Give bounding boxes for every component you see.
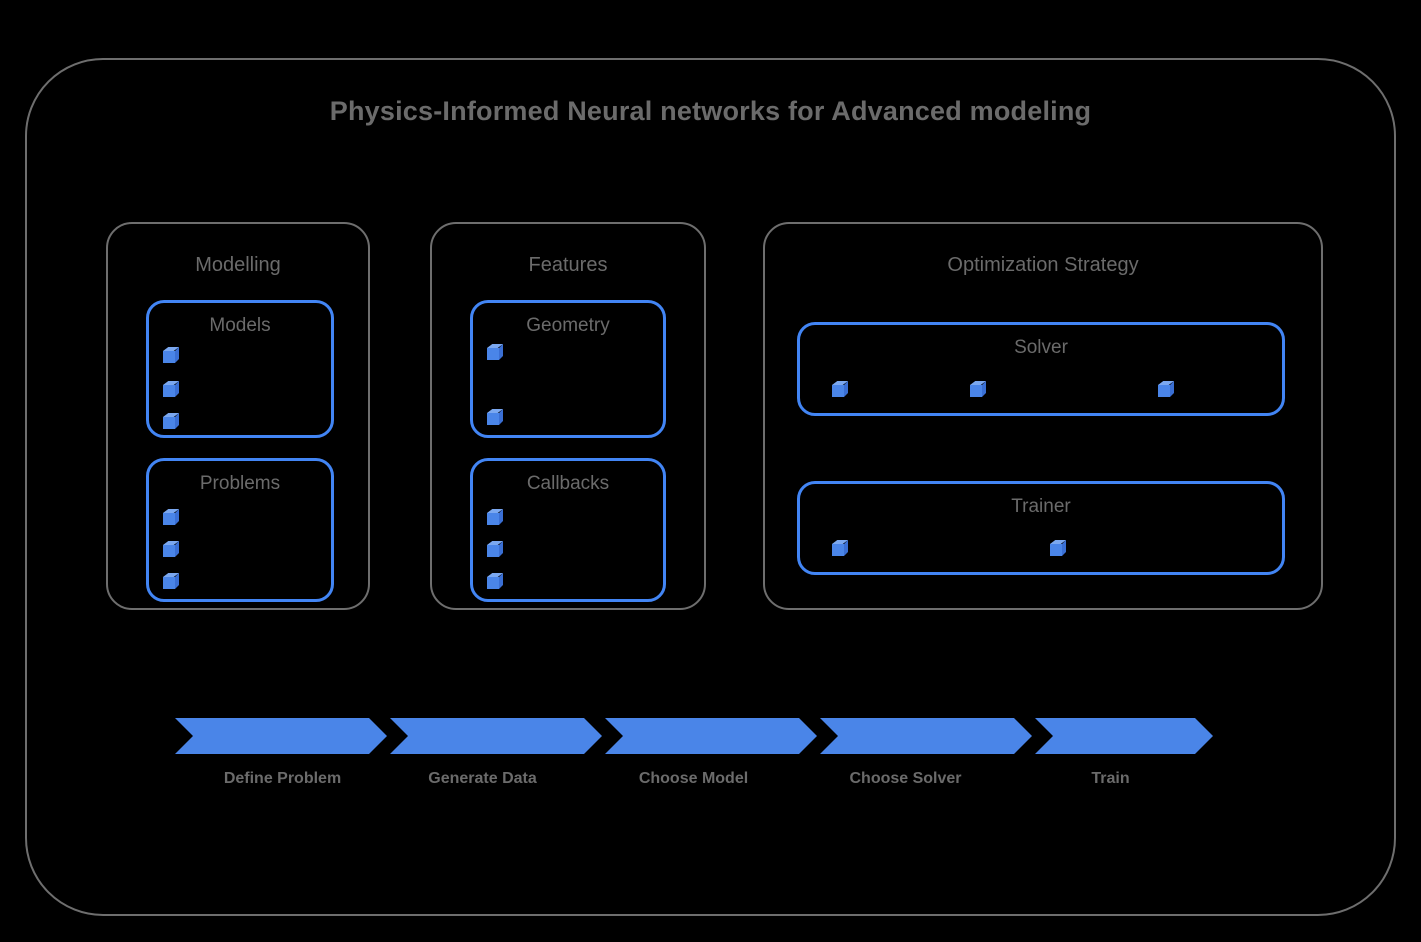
card-geometry-title: Geometry — [526, 315, 610, 336]
card-callbacks[interactable]: Callbacks — [470, 458, 666, 602]
group-features-title: Features — [528, 254, 608, 276]
group-optimization-title: Optimization Strategy — [947, 254, 1139, 276]
card-trainer-title: Trainer — [1011, 496, 1071, 517]
cube-icon — [487, 573, 503, 589]
card-geometry[interactable]: Geometry — [470, 300, 666, 438]
workflow-label-2: Generate Data — [428, 770, 537, 787]
cube-icon — [832, 540, 848, 556]
card-models-title: Models — [209, 315, 271, 336]
cube-icon — [163, 541, 179, 557]
cube-icon — [487, 541, 503, 557]
card-trainer[interactable]: Trainer — [797, 481, 1285, 575]
workflow-step-5[interactable] — [1035, 718, 1213, 754]
workflow-step-2[interactable] — [390, 718, 602, 754]
group-features: Features — [430, 222, 706, 610]
cube-icon — [1050, 540, 1066, 556]
workflow-step-4[interactable] — [820, 718, 1032, 754]
card-problems[interactable]: Problems — [146, 458, 334, 602]
card-solver[interactable]: Solver — [797, 322, 1285, 416]
cube-icon — [163, 573, 179, 589]
cube-icon — [163, 381, 179, 397]
group-optimization-strategy: Optimization Strategy — [763, 222, 1323, 610]
workflow-strip — [175, 718, 1213, 754]
workflow-step-3[interactable] — [605, 718, 817, 754]
page-title: Physics-Informed Neural networks for Adv… — [329, 96, 1092, 126]
card-solver-title: Solver — [1014, 337, 1068, 358]
cube-icon — [487, 509, 503, 525]
workflow-label-5: Train — [1091, 770, 1130, 787]
cube-icon — [487, 409, 503, 425]
workflow-label-3: Choose Model — [638, 770, 749, 787]
card-problems-title: Problems — [199, 473, 281, 494]
cube-icon — [487, 344, 503, 360]
card-models[interactable]: Models — [146, 300, 334, 438]
workflow-label-1: Define Problem — [223, 770, 342, 787]
diagram-outer-frame — [25, 58, 1396, 916]
cube-icon — [163, 347, 179, 363]
workflow-label-4: Choose Solver — [849, 770, 962, 787]
group-modelling-title: Modelling — [195, 254, 281, 276]
card-callbacks-title: Callbacks — [526, 473, 610, 494]
workflow-step-1[interactable] — [175, 718, 387, 754]
cube-icon — [163, 413, 179, 429]
cube-icon — [832, 381, 848, 397]
group-modelling: Modelling — [106, 222, 370, 610]
cube-icon — [163, 509, 179, 525]
cube-icon — [970, 381, 986, 397]
cube-icon — [1158, 381, 1174, 397]
